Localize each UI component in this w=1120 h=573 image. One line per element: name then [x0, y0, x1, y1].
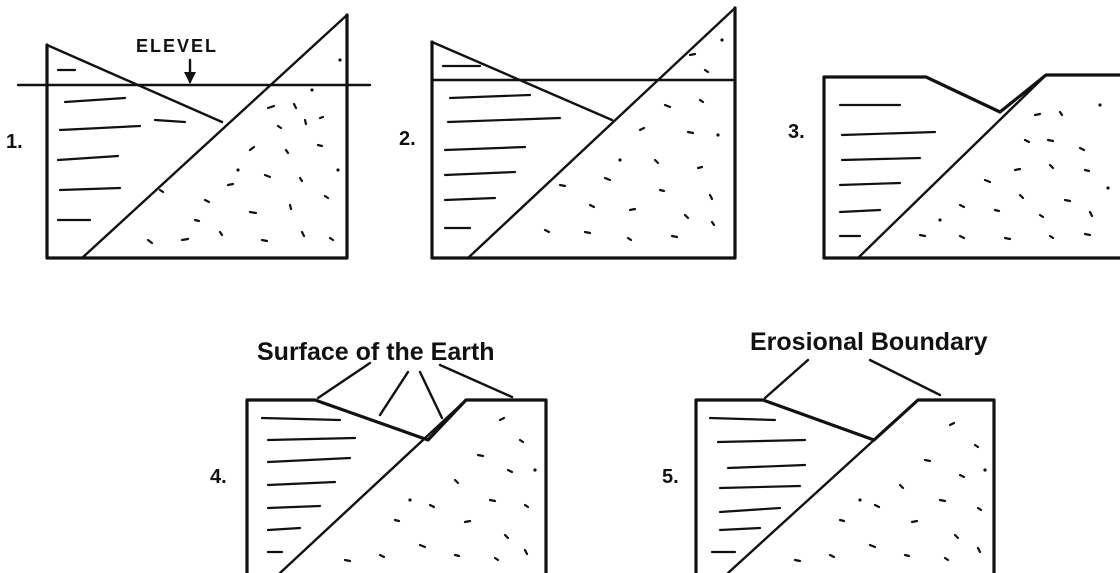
panel-5-pointer-lines [763, 358, 942, 400]
panel-3-strata-lines [838, 103, 937, 238]
panel-1-left-layer-top [45, 43, 224, 124]
panel-3-number: 3. [788, 121, 805, 143]
panel-5-fault [726, 398, 920, 573]
panel-3-sand-speckle [918, 103, 1110, 241]
panel-4-outline [245, 398, 548, 573]
panel-3 [822, 73, 1120, 260]
panel-5-number: 5. [662, 466, 679, 488]
panel-5 [694, 358, 996, 573]
panel-1-arrow-head [184, 72, 196, 84]
panel-2 [430, 6, 737, 260]
panel-4-sand-speckle [343, 416, 537, 563]
panel-2-number: 2. [399, 128, 416, 150]
panel-4-pointer-lines [316, 361, 514, 420]
panel-2-fault [466, 6, 737, 260]
panel-3-outline [822, 73, 1120, 260]
panel-1-outline [45, 13, 349, 260]
panel-5-sand-speckle [793, 421, 987, 563]
panel-1-fault [80, 13, 349, 260]
panel-1-sand-speckle [146, 58, 342, 245]
panel-2-outline [430, 6, 737, 260]
panel-2-left-layer-top [430, 40, 614, 122]
panel-5-strata-lines [708, 416, 807, 554]
panel-4 [245, 361, 548, 573]
panel-1-level-label: ELEVEL [136, 36, 218, 56]
panel-4-strata-lines [260, 416, 357, 554]
panel-5-erosion-label: Erosional Boundary [750, 328, 988, 356]
panel-2-strata-lines [441, 64, 562, 230]
panel-2-sand-speckle [543, 38, 724, 242]
panel-1-strata-lines [56, 68, 187, 222]
panel-1 [16, 13, 372, 260]
panel-4-surface-label: Surface of the Earth [257, 338, 495, 366]
panel-1-number: 1. [6, 131, 23, 153]
panel-3-fault [856, 73, 1048, 260]
panel-4-fault [278, 398, 468, 573]
panel-4-number: 4. [210, 466, 227, 488]
